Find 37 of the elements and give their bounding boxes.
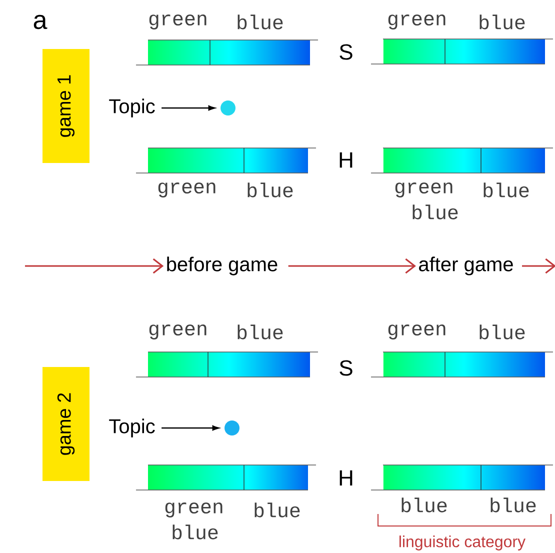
- category-word: green: [149, 14, 206, 30]
- panel-letter: a: [34, 14, 48, 30]
- arrow: [25, 258, 164, 274]
- category-word: green: [149, 324, 206, 340]
- stage-label: before game: [167, 256, 278, 276]
- category-word: green: [165, 502, 222, 518]
- category-word: blue: [480, 14, 525, 30]
- category-word: blue: [238, 324, 283, 340]
- category-word: blue: [248, 182, 293, 198]
- category-word: blue: [412, 204, 458, 220]
- arrow: [522, 258, 555, 274]
- category-word: blue: [402, 498, 447, 512]
- arrow: [288, 258, 416, 274]
- bracket-label: linguistic category: [400, 536, 526, 550]
- stage-label: after game: [419, 256, 513, 276]
- topic-dot: [220, 100, 236, 116]
- agent-letter: S: [340, 360, 352, 376]
- category-word: blue: [484, 182, 529, 198]
- category-word: blue: [480, 324, 525, 340]
- topic-label: Topic: [109, 98, 155, 118]
- category-word: blue: [254, 502, 300, 518]
- category-word: green: [395, 182, 452, 198]
- agent-letter: H: [340, 152, 352, 168]
- topic-label: Topic: [109, 418, 155, 438]
- category-word: blue: [490, 498, 536, 512]
- category-word: blue: [172, 524, 218, 540]
- game-label-box: game 2: [42, 367, 90, 481]
- game-label-box: game 1: [42, 49, 90, 163]
- agent-letter: S: [340, 44, 352, 60]
- agent-letter: H: [340, 470, 352, 486]
- category-word: green: [158, 182, 216, 198]
- category-word: green: [388, 14, 446, 30]
- topic-dot: [224, 420, 240, 436]
- arrow: [162, 105, 216, 111]
- arrow: [162, 425, 220, 431]
- category-word: green: [388, 324, 446, 340]
- category-word: blue: [238, 14, 283, 30]
